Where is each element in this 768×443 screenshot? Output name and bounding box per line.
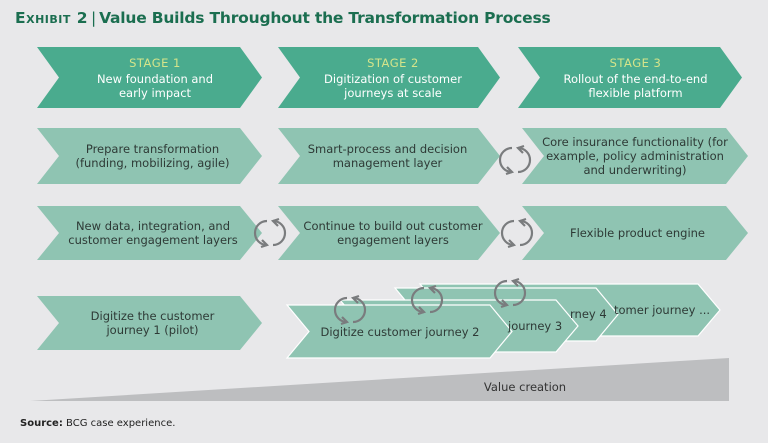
title-separator: | [91, 9, 97, 27]
cycle-arrows-icon [253, 217, 287, 249]
journey-1: Digitize the customer journey 1 (pilot) [60, 296, 245, 350]
activity-continue-build: Continue to build out customer engagemen… [298, 206, 488, 260]
activity-chevron [278, 128, 500, 184]
activity-smart-process: Smart-process and decision management la… [295, 128, 480, 184]
stage-label: STAGE 3 [609, 56, 662, 70]
source-note: Source: BCG case experience. [20, 418, 175, 429]
stage-desc: New foundation and early impact [96, 72, 214, 100]
stage-label: STAGE 1 [129, 56, 181, 70]
activity-core-insurance: Core insurance functionality (for exampl… [535, 128, 735, 184]
journey-text: journey 3 [508, 319, 563, 333]
activity-text: Continue to build out customer engagemen… [303, 219, 483, 247]
stage-label: STAGE 2 [367, 56, 419, 70]
stage-2: STAGE 2 Digitization of customer journeys… [308, 50, 478, 106]
activity-product-engine: Flexible product engine [545, 206, 730, 260]
source-label: Source: [20, 418, 63, 429]
stage-3: STAGE 3 Rollout of the end-to-end flexibl… [548, 50, 723, 106]
activity-prepare: Prepare transformation (funding, mobiliz… [60, 128, 245, 184]
cycle-arrows-icon [500, 217, 534, 249]
journey-2: Digitize customer journey 2 [300, 305, 500, 358]
activity-text: Prepare transformation (funding, mobiliz… [75, 142, 230, 170]
page-title: Exhibit 2|Value Builds Throughout the Tr… [15, 9, 551, 27]
stage-2-chevron [278, 47, 500, 108]
activity-chevron [37, 206, 262, 260]
activity-text: Core insurance functionality (for exampl… [542, 135, 728, 177]
value-creation-wedge [30, 358, 729, 401]
stage-1-chevron [37, 47, 262, 108]
activity-text: Smart-process and decision management la… [307, 142, 468, 170]
source-text: BCG case experience. [66, 418, 176, 429]
cycle-arrows-icon [333, 294, 367, 326]
stage-3-chevron [518, 47, 742, 108]
value-creation-label: Value creation [483, 380, 567, 394]
journey-text: rney 4 [570, 307, 607, 321]
exhibit-number: Exhibit 2 [15, 9, 89, 27]
activity-text: Flexible product engine [569, 226, 706, 240]
stage-desc: Rollout of the end-to-end flexible platf… [563, 72, 708, 100]
journey-3: journey 3 [508, 300, 568, 352]
journey-4: rney 4 [570, 288, 610, 340]
title-text: Value Builds Throughout the Transformati… [99, 9, 551, 27]
journey-5: tomer journey ... [614, 284, 714, 336]
journey-text: Digitize the customer journey 1 (pilot) [90, 309, 215, 337]
activity-new-data: New data, integration, and customer enga… [58, 206, 248, 260]
activity-text: New data, integration, and customer enga… [68, 219, 238, 247]
activity-chevron [522, 128, 748, 184]
stage-1: STAGE 1 New foundation and early impact [70, 50, 240, 106]
activity-chevron [37, 128, 262, 184]
journey-1-chevron [37, 296, 262, 350]
activity-chevron [522, 206, 748, 260]
journey-text: Digitize customer journey 2 [320, 324, 480, 339]
cycle-arrows-icon [498, 144, 532, 176]
stage-desc: Digitization of customer journeys at sca… [324, 72, 462, 100]
journey-text: tomer journey ... [614, 303, 711, 317]
cycle-arrows-icon [410, 284, 444, 316]
cycle-arrows-icon [493, 277, 527, 309]
activity-chevron [278, 206, 500, 260]
